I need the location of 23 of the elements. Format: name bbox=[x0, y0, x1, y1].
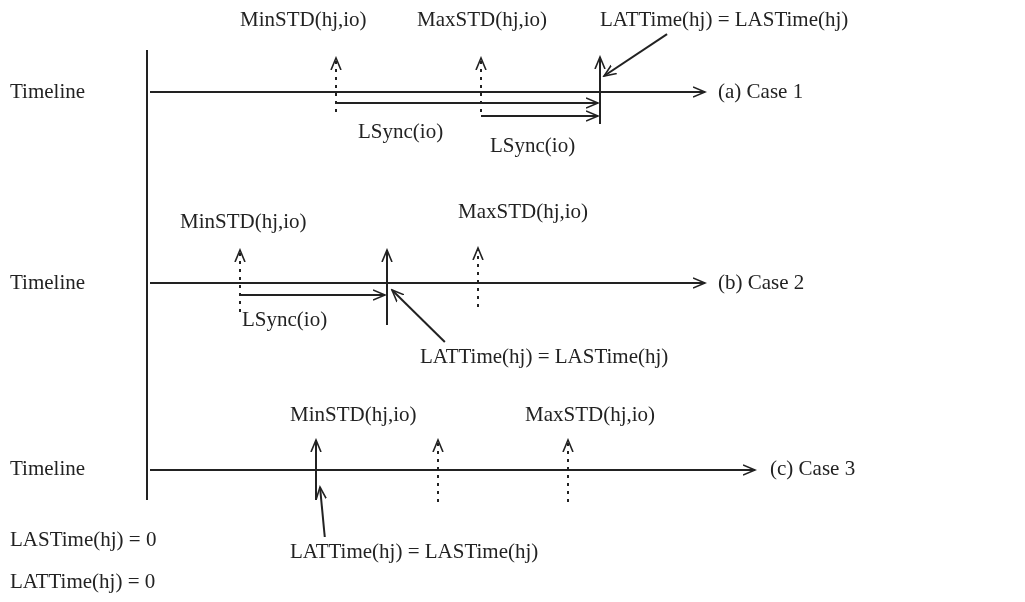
leader-arrow bbox=[391, 289, 446, 343]
note: LATTime(hj) = 0 bbox=[10, 570, 156, 594]
leader-arrow bbox=[315, 486, 327, 538]
case-label: (c) Case 3 bbox=[770, 457, 856, 481]
event-label: MaxSTD(hj,io) bbox=[458, 200, 589, 224]
duration-label: LSync(io) bbox=[242, 308, 328, 332]
equation-label: LATTime(hj) = LASTime(hj) bbox=[420, 345, 669, 369]
event-label: MinSTD(hj,io) bbox=[180, 210, 307, 234]
event-label: MaxSTD(hj,io) bbox=[525, 403, 656, 427]
equation-label: LATTime(hj) = LASTime(hj) bbox=[600, 8, 849, 32]
equation-label: LATTime(hj) = LASTime(hj) bbox=[290, 540, 539, 564]
event-label: MinSTD(hj,io) bbox=[240, 8, 367, 32]
case-label: (b) Case 2 bbox=[718, 271, 805, 295]
row-label: Timeline bbox=[10, 271, 86, 295]
row-label: Timeline bbox=[10, 457, 86, 481]
row-label: Timeline bbox=[10, 80, 86, 104]
duration-label: LSync(io) bbox=[358, 120, 444, 144]
duration-label: LSync(io) bbox=[490, 134, 576, 158]
event-label: MinSTD(hj,io) bbox=[290, 403, 417, 427]
case-label: (a) Case 1 bbox=[718, 80, 804, 104]
leader-arrow bbox=[603, 33, 669, 77]
event-label: MaxSTD(hj,io) bbox=[417, 8, 548, 32]
note: LASTime(hj) = 0 bbox=[10, 528, 157, 552]
